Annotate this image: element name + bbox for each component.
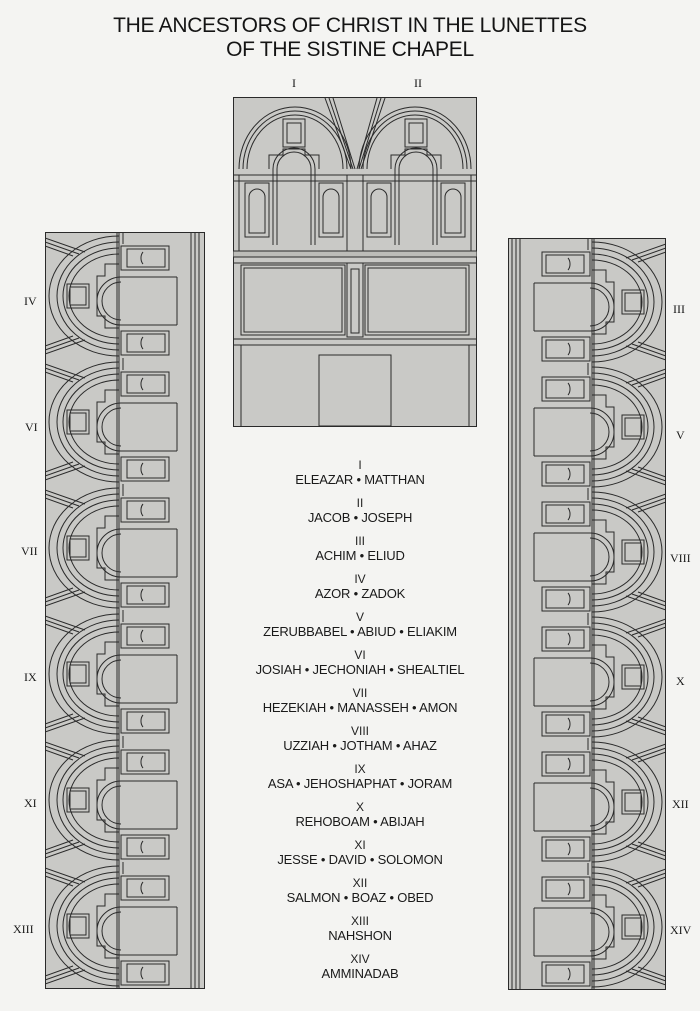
- lunette-label-X: X: [676, 674, 685, 688]
- diagram-title-line-2: OF THE SISTINE CHAPEL: [226, 38, 474, 61]
- lunette-label-V: V: [676, 428, 685, 442]
- lunette-label-III: III: [673, 302, 685, 316]
- south-wall-lunettes: [508, 238, 666, 990]
- lunette-label-XI: XI: [24, 796, 37, 810]
- lunette-label-XIV: XIV: [670, 923, 692, 937]
- lunette-label-I: I: [292, 76, 296, 90]
- lunette-label-VIII: VIII: [670, 551, 691, 565]
- lunette-label-VI: VI: [25, 420, 38, 434]
- diagram-title-line-1: THE ANCESTORS OF CHRIST IN THE LUNETTES: [113, 14, 587, 37]
- lunette-label-VII: VII: [21, 544, 38, 558]
- lunette-label-XIII: XIII: [13, 922, 34, 936]
- lunette-label-II: II: [414, 76, 422, 90]
- lunette-label-XII: XII: [672, 797, 689, 811]
- altar-wall-elevation: [233, 97, 477, 427]
- lunette-label-IV: IV: [24, 294, 37, 308]
- north-wall-lunettes: [45, 232, 205, 989]
- lunette-label-IX: IX: [24, 670, 37, 684]
